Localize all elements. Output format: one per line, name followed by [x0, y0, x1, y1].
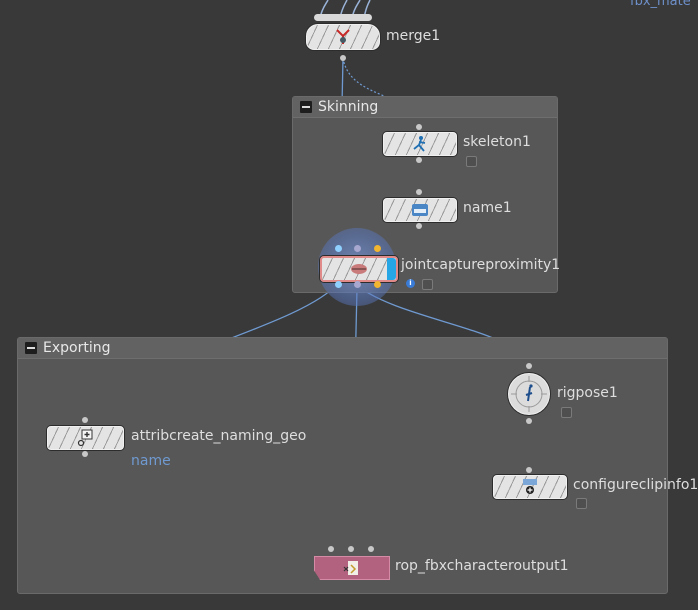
lock-flag-icon[interactable]: [561, 407, 572, 418]
merge-icon: [336, 29, 350, 44]
attribcreate-node-shape[interactable]: [47, 426, 124, 450]
input-port[interactable]: [526, 363, 532, 369]
name-node-shape[interactable]: [383, 198, 457, 222]
input-port[interactable]: [368, 546, 374, 552]
input-port[interactable]: [354, 245, 361, 252]
input-port[interactable]: [416, 189, 422, 195]
output-port[interactable]: [526, 418, 532, 424]
output-port[interactable]: [416, 157, 422, 163]
node-label: configureclipinfo1: [573, 477, 698, 493]
node-label: attribcreate_naming_geo: [131, 428, 307, 444]
merge-top-bar: [314, 14, 372, 21]
info-icon[interactable]: i: [406, 279, 415, 288]
rigpose-node-shape[interactable]: [508, 373, 550, 415]
lock-flag-icon[interactable]: [576, 498, 587, 509]
node-label: name1: [463, 200, 512, 216]
netbox-exporting[interactable]: Exporting: [17, 337, 668, 594]
jointcapture-node-shape[interactable]: [320, 256, 398, 282]
display-flag[interactable]: [387, 258, 396, 280]
attribute-name-link[interactable]: name: [131, 453, 171, 469]
capture-icon: [351, 264, 367, 274]
configureclip-node-shape[interactable]: [493, 475, 567, 499]
output-port[interactable]: [374, 281, 381, 288]
input-port[interactable]: [335, 245, 342, 252]
rop-icon: [343, 561, 358, 575]
output-port[interactable]: [335, 281, 342, 288]
attribcreate-icon: [77, 429, 92, 447]
node-label: skeleton1: [463, 134, 531, 150]
input-port[interactable]: [526, 467, 532, 473]
merge-node-shape[interactable]: [306, 24, 380, 50]
netbox-skinning-header[interactable]: Skinning: [293, 97, 557, 118]
configureclip-icon: [523, 479, 537, 494]
input-port[interactable]: [416, 124, 422, 130]
input-port[interactable]: [328, 546, 334, 552]
rop-node-shape[interactable]: [314, 556, 390, 580]
skeleton-icon: [413, 136, 426, 152]
lock-flag-icon[interactable]: [422, 279, 433, 290]
collapse-button[interactable]: [300, 101, 312, 113]
name-icon: [412, 204, 428, 216]
node-label: jointcaptureproximity1: [401, 257, 561, 273]
input-port[interactable]: [348, 546, 354, 552]
node-label: rop_fbxcharacteroutput1: [395, 558, 569, 574]
output-port[interactable]: [340, 55, 346, 61]
collapse-button[interactable]: [25, 342, 37, 354]
rigpose-icon: [511, 376, 547, 412]
node-label: merge1: [386, 28, 441, 44]
input-port[interactable]: [374, 245, 381, 252]
output-port[interactable]: [416, 223, 422, 229]
offscreen-node-label[interactable]: fbx_mate: [630, 0, 691, 9]
output-port[interactable]: [354, 281, 361, 288]
netbox-exporting-header[interactable]: Exporting: [18, 338, 667, 359]
node-label: rigpose1: [557, 385, 618, 401]
lock-flag-icon[interactable]: [466, 156, 477, 167]
netbox-title: Exporting: [43, 340, 111, 356]
input-port[interactable]: [82, 417, 88, 423]
netbox-title: Skinning: [318, 99, 379, 115]
skeleton-node-shape[interactable]: [383, 132, 457, 156]
output-port[interactable]: [82, 451, 88, 457]
